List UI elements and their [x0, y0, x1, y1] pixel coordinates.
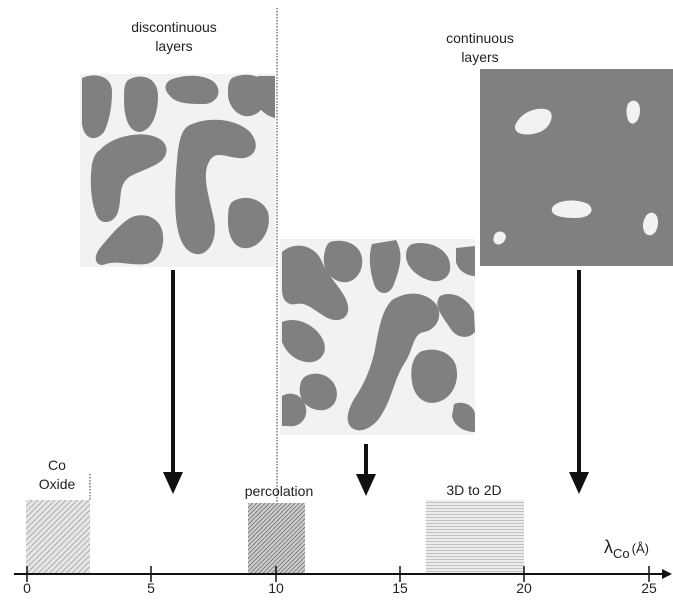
tick-label-5: 5 [147, 580, 155, 596]
percolation-label: percolation [244, 483, 314, 499]
co-oxide-label-line1: Co [48, 457, 66, 473]
continuous-panel [480, 69, 673, 266]
axis-subscript: Co [613, 546, 630, 561]
discontinuous-label-line1: discontinuous [131, 19, 217, 35]
co-oxide-region [26, 500, 90, 574]
continuous-label-line1: continuous [446, 30, 514, 46]
co-oxide-label: Co Oxide [27, 456, 87, 494]
tick-label-10: 10 [268, 580, 284, 596]
axis-unit: (Å) [631, 541, 649, 556]
co-oxide-label-line2: Oxide [38, 476, 76, 492]
percolation-region [248, 503, 305, 574]
transition-region [426, 500, 524, 574]
thickness-axis [14, 566, 672, 582]
continuous-label-line2: layers [461, 49, 499, 65]
tick-label-25: 25 [641, 580, 657, 596]
tick-label-20: 20 [516, 580, 532, 596]
tick-label-15: 15 [392, 580, 408, 596]
arrow-discontinuous [163, 270, 183, 494]
discontinuous-label: discontinuous layers [104, 18, 244, 56]
axis-symbol: λ [604, 537, 613, 557]
continuous-label: continuous layers [410, 29, 550, 67]
discontinuous-label-line2: layers [155, 38, 193, 54]
percolation-panel [280, 239, 475, 435]
arrow-continuous [569, 270, 589, 494]
axis-title: λCo(Å) [604, 537, 670, 562]
tick-label-0: 0 [23, 580, 31, 596]
arrow-percolation [356, 444, 376, 496]
axis-ticks [26, 566, 650, 582]
transition-label: 3D to 2D [446, 482, 502, 498]
discontinuous-panel [80, 74, 275, 267]
